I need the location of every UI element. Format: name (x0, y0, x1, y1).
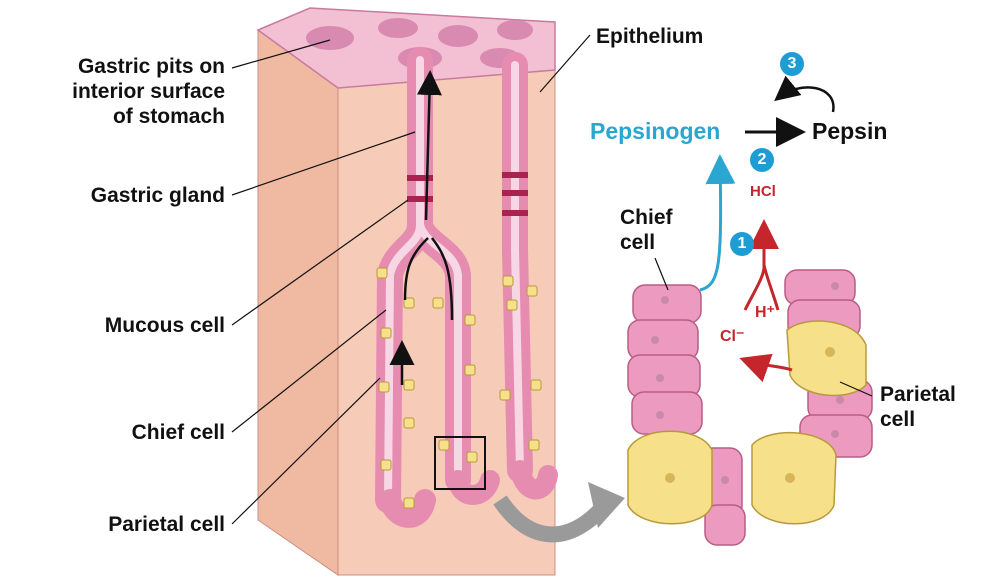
gastric-pit (306, 26, 354, 50)
block-back-face (258, 30, 338, 575)
label-h-plus: H⁺ (755, 302, 775, 322)
gastric-pit (497, 20, 533, 40)
label-line: Parietal (880, 382, 956, 407)
autocatalysis-arrow (778, 87, 833, 112)
label-chief-cell-enlarged: Chief cell (620, 205, 673, 255)
pepsinogen-secretion-arrow (700, 160, 721, 290)
label-line: interior surface (10, 79, 225, 104)
gastric-pit (438, 25, 478, 47)
label-mucous-cell: Mucous cell (10, 313, 225, 338)
label-chief-cell: Chief cell (10, 420, 225, 445)
label-line: cell (880, 407, 956, 432)
enlarged-gland (628, 270, 872, 545)
label-line: Chief (620, 205, 673, 230)
parietal-cell-large (787, 321, 866, 395)
label-parietal-cell-enlarged: Parietal cell (880, 382, 956, 432)
label-pepsinogen: Pepsinogen (590, 119, 720, 144)
label-epithelium: Epithelium (596, 24, 703, 49)
label-line: cell (620, 230, 673, 255)
step-badge-1: 1 (730, 232, 754, 256)
label-hcl: HCl (750, 183, 776, 200)
label-pepsin: Pepsin (812, 119, 887, 144)
label-gastric-gland: Gastric gland (10, 183, 225, 208)
gastric-pit (378, 18, 418, 38)
label-cl-minus: Cl⁻ (720, 326, 744, 346)
label-gastric-pits: Gastric pits on interior surface of stom… (10, 54, 225, 129)
label-line: of stomach (10, 104, 225, 129)
label-parietal-cell: Parietal cell (10, 512, 225, 537)
step-badge-3: 3 (780, 52, 804, 76)
step-badge-2: 2 (750, 148, 774, 172)
label-line: Gastric pits on (10, 54, 225, 79)
